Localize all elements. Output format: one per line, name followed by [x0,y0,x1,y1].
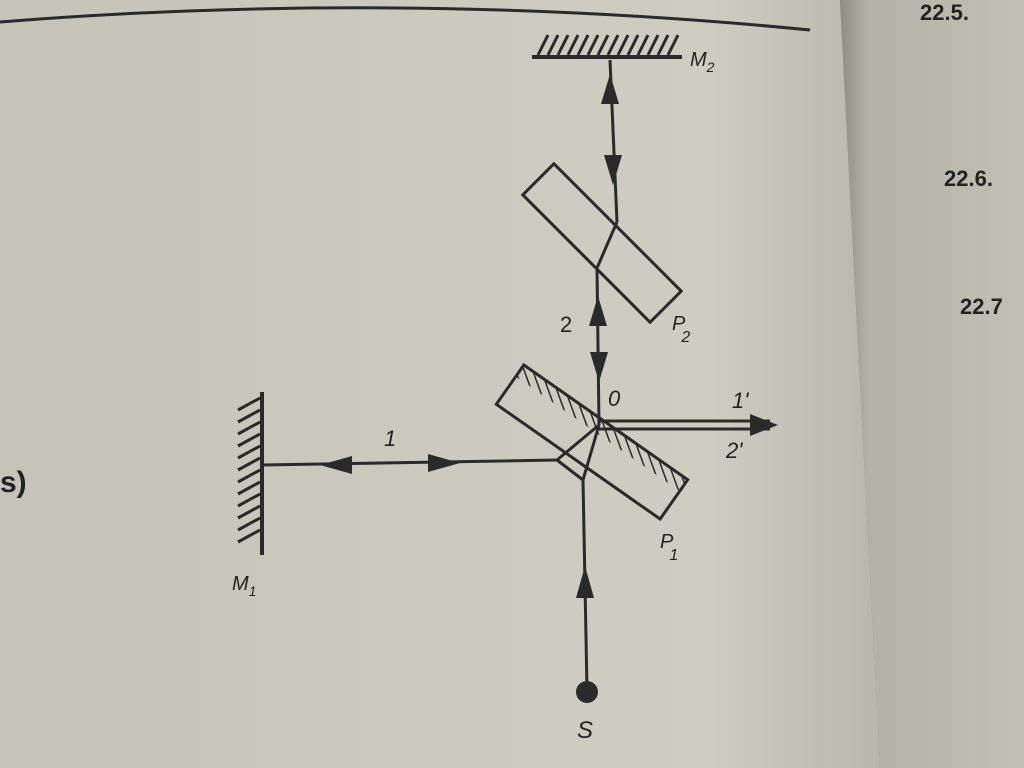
section-number-c: 22.7 [960,294,1003,319]
arrow-to-p1 [428,454,460,472]
mirror-m2 [532,34,682,59]
label-out-beam-2: 2' [725,438,743,463]
plate-p2 [520,161,684,325]
arrow-from-source [576,566,594,598]
page-right [840,0,1024,768]
label-origin: 0 [608,386,621,411]
arrow-to-m1 [320,456,352,474]
section-number-b: 22.6. [944,166,993,191]
label-beam-1: 1 [384,426,396,451]
beam-arrowheads [320,74,778,598]
mirror-m1 [237,392,264,555]
left-edge-text: s) [0,466,27,499]
arrow-down-from-m2 [604,155,622,185]
label-beam-2: 2 [560,312,572,337]
arrow-down-beam-2 [590,352,608,382]
arrow-up-beam-2 [589,296,607,326]
label-m1: M1 [232,573,256,599]
section-number-a: 22.5. [920,0,969,25]
page-top-rule [0,6,811,32]
page-left [0,0,880,768]
label-m2: M2 [690,49,715,75]
light-source [576,681,598,703]
label-source: S [577,717,593,744]
label-out-beam-1: 1' [732,388,749,413]
arrow-up-to-m2 [601,74,619,104]
arrow-output [750,414,778,436]
